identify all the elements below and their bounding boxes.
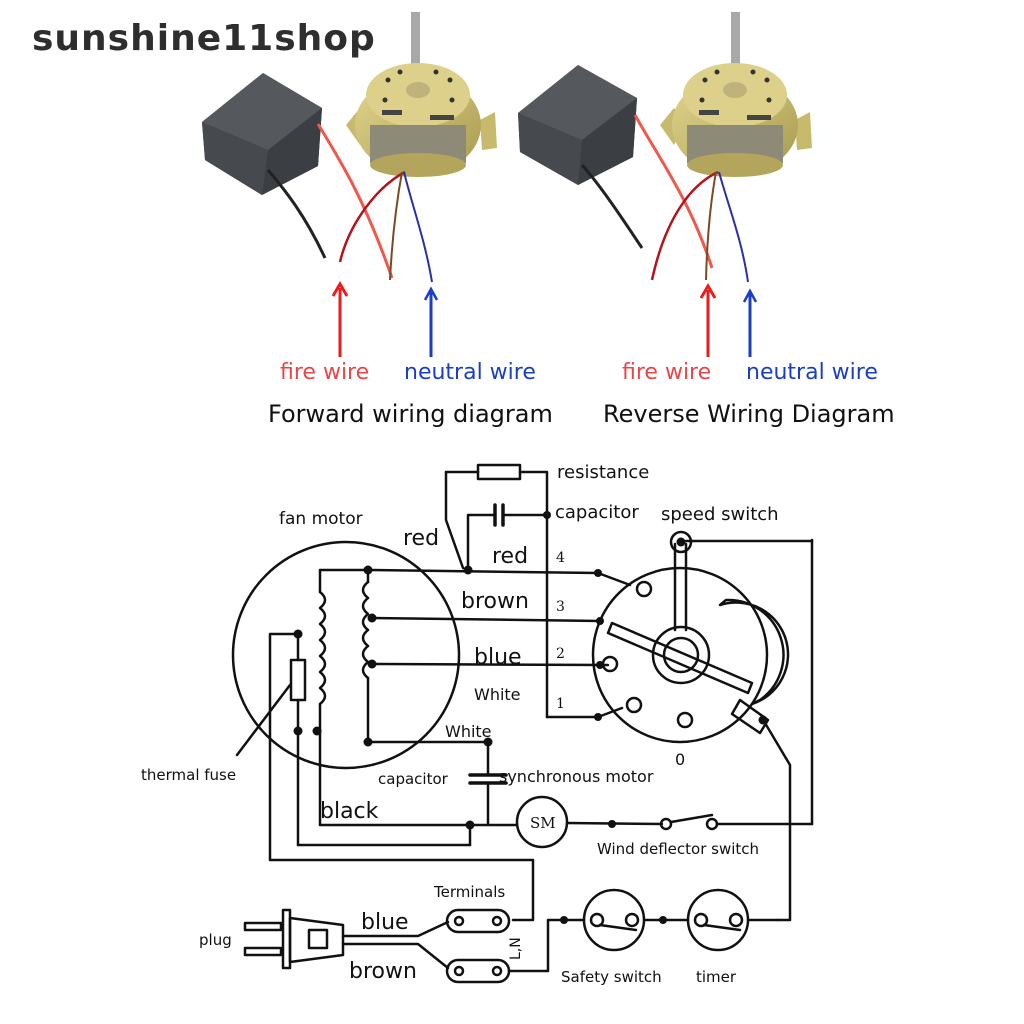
forward-neutral-wire-label: neutral wire bbox=[404, 360, 536, 385]
brown-wire-label: brown bbox=[461, 589, 529, 614]
forward-motor-image bbox=[346, 12, 497, 177]
capacitor-bottom-label: capacitor bbox=[378, 770, 449, 788]
synchronous-motor-symbol bbox=[515, 795, 569, 849]
thermal-fuse-symbol bbox=[289, 658, 307, 702]
shop-watermark: sunshine11shop bbox=[32, 18, 376, 59]
forward-wiring-caption: Forward wiring diagram bbox=[268, 400, 553, 428]
speed-position-4: 4 bbox=[556, 550, 565, 566]
wiring-photos bbox=[202, 12, 812, 357]
terminal-l bbox=[445, 958, 511, 984]
speed-position-0: 0 bbox=[675, 750, 685, 769]
plug-brown-label: brown bbox=[349, 959, 417, 984]
reverse-photo bbox=[518, 12, 812, 357]
forward-photo bbox=[202, 12, 497, 357]
resistor-symbol bbox=[476, 463, 522, 481]
plug-blue-label: blue bbox=[361, 910, 409, 935]
aux-winding-coil bbox=[361, 580, 370, 680]
fan-motor-circle bbox=[231, 540, 461, 770]
forward-fire-wire-label: fire wire bbox=[280, 360, 370, 385]
speed-position-3: 3 bbox=[556, 599, 565, 615]
synchronous-motor-label: synchronous motor bbox=[499, 767, 654, 786]
reverse-motor-image bbox=[660, 12, 812, 177]
main-winding-coil bbox=[318, 590, 327, 706]
speed-switch-dial bbox=[591, 566, 769, 744]
sm-label: SM bbox=[530, 814, 556, 832]
timer-label: timer bbox=[696, 968, 737, 986]
ln-label: L,N bbox=[508, 937, 524, 960]
timer-symbol bbox=[686, 888, 750, 952]
safety-switch-label: Safety switch bbox=[561, 968, 662, 986]
capacitor-top-label: capacitor bbox=[555, 502, 639, 523]
safety-switch-symbol bbox=[582, 888, 646, 952]
thermal-fuse-label: thermal fuse bbox=[141, 766, 236, 784]
white-wire-label-1: White bbox=[474, 685, 521, 704]
terminals-label: Terminals bbox=[433, 883, 505, 901]
junction-dots bbox=[293, 511, 768, 924]
black-wire-label: black bbox=[320, 799, 379, 824]
speed-switch-label: speed switch bbox=[661, 504, 779, 525]
reverse-capacitor-image bbox=[518, 65, 637, 185]
reverse-wiring-caption: Reverse Wiring Diagram bbox=[603, 400, 895, 428]
speed-position-1: 1 bbox=[556, 696, 565, 712]
red-outer-label: red bbox=[403, 526, 439, 551]
speed-position-2: 2 bbox=[556, 646, 565, 662]
wind-deflector-switch-label: Wind deflector switch bbox=[597, 840, 759, 858]
white-wire-label-2: White bbox=[445, 722, 492, 741]
plug-label: plug bbox=[199, 931, 232, 949]
resistance-label: resistance bbox=[557, 462, 649, 483]
red-wire-label: red bbox=[492, 544, 528, 569]
plug-body bbox=[281, 908, 292, 970]
fan-motor-label: fan motor bbox=[279, 509, 363, 529]
resistance-wire-left bbox=[444, 470, 465, 570]
terminal-n bbox=[445, 908, 511, 934]
reverse-neutral-wire-label: neutral wire bbox=[746, 360, 878, 385]
blue-wire-label: blue bbox=[474, 645, 522, 670]
reverse-fire-wire-label: fire wire bbox=[622, 360, 712, 385]
forward-capacitor-image bbox=[202, 73, 322, 195]
